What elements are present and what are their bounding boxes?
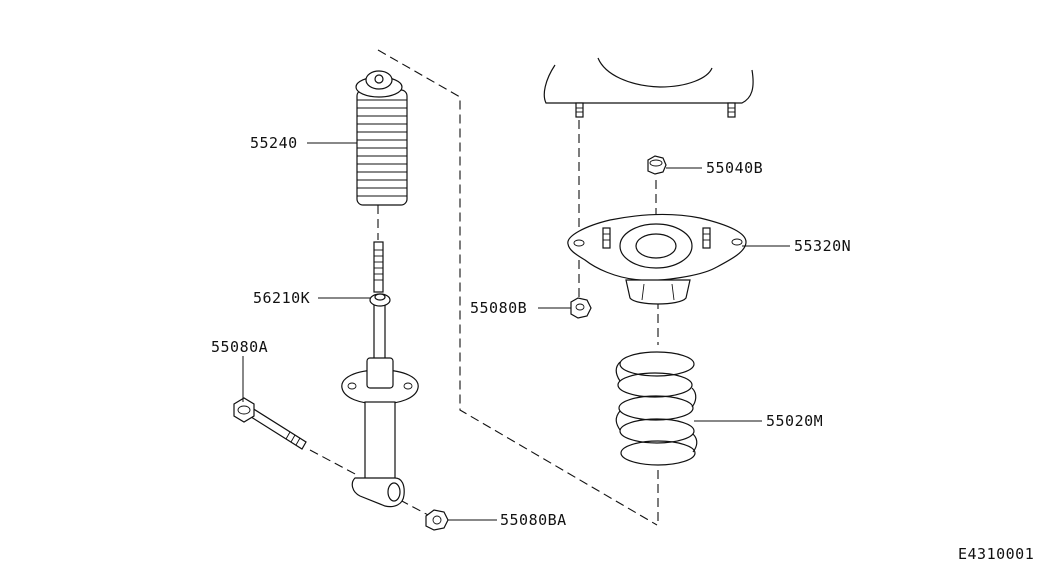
leader-lines xyxy=(242,142,790,521)
coil-spring-illustration xyxy=(615,351,698,466)
shock-nut-illustration xyxy=(425,509,449,531)
part-label-55020m: 55020M xyxy=(766,412,823,430)
part-label-55040b: 55040B xyxy=(706,159,763,177)
alignment-lines xyxy=(309,49,659,526)
part-label-56210k: 56210K xyxy=(253,289,310,307)
body-panel xyxy=(543,57,754,118)
part-label-55240: 55240 xyxy=(250,134,298,152)
diagram-code: E4310001 xyxy=(958,545,1034,563)
part-label-55080b: 55080B xyxy=(470,299,527,317)
shock-absorber-illustration xyxy=(341,241,419,508)
strut-mount-illustration xyxy=(567,213,747,305)
shock-bolt-illustration xyxy=(233,397,307,450)
part-label-55080ba: 55080BA xyxy=(500,511,567,529)
bump-boot-illustration xyxy=(355,70,408,206)
part-label-55320n: 55320N xyxy=(794,237,851,255)
upper-nut-illustration xyxy=(647,155,667,175)
part-label-55080a: 55080A xyxy=(211,338,268,356)
mount-nut-illustration xyxy=(570,297,592,319)
